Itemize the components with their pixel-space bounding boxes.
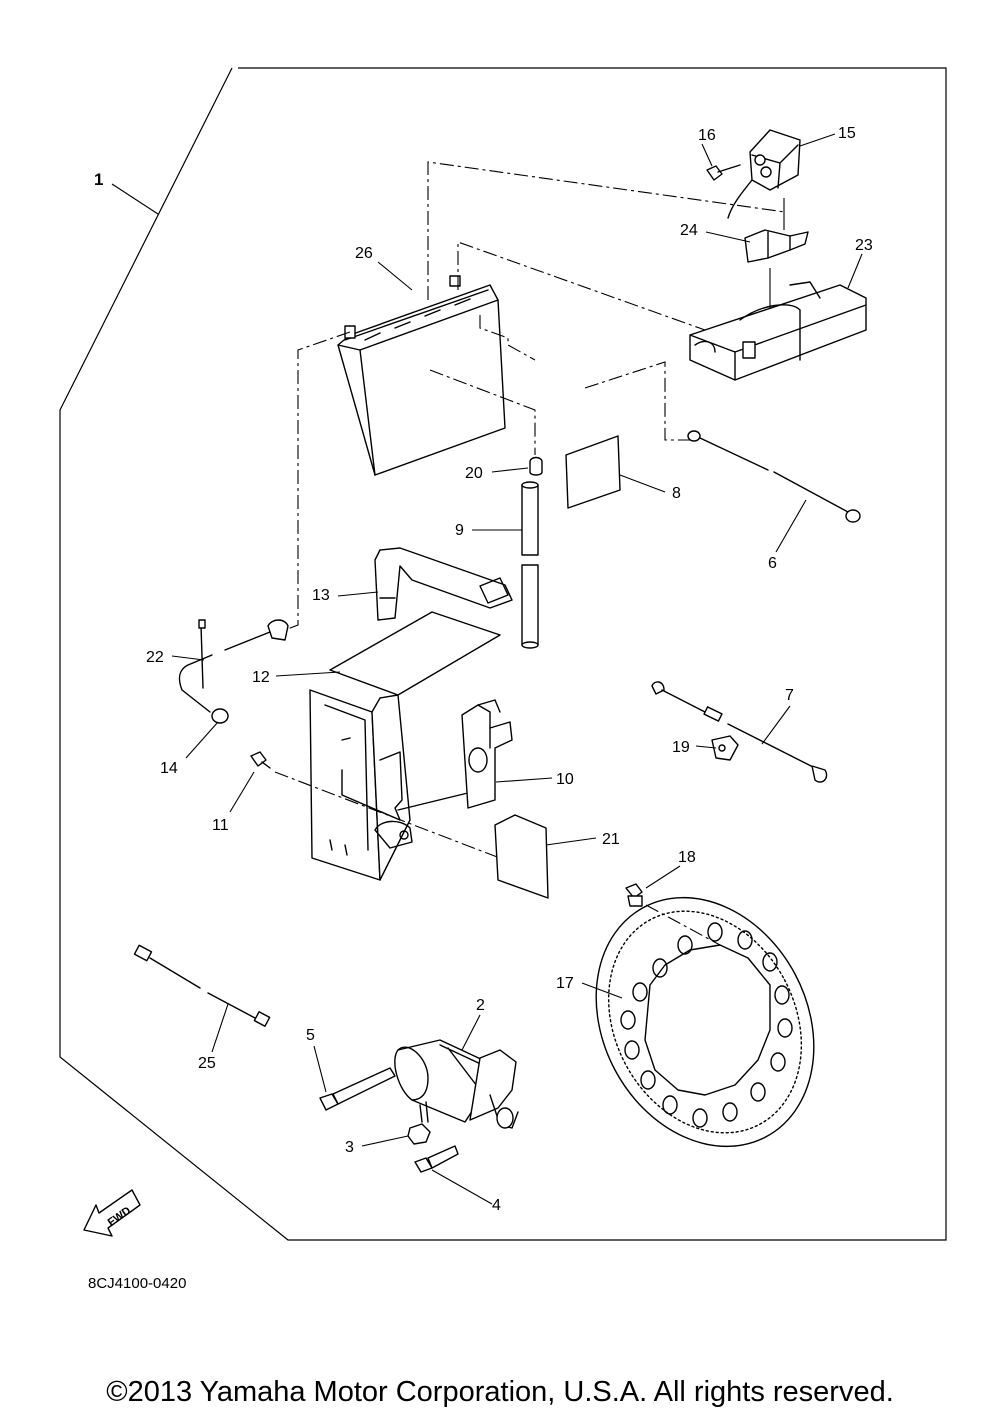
clamp-22[interactable] xyxy=(198,619,206,689)
callout-11[interactable]: 11 xyxy=(212,817,229,834)
callout-16[interactable]: 16 xyxy=(698,127,716,144)
relay-band[interactable] xyxy=(744,229,809,263)
starter-relay[interactable] xyxy=(727,129,801,219)
battery-band[interactable] xyxy=(374,547,513,621)
callout-18[interactable]: 18 xyxy=(678,849,696,866)
copyright-notice: ©2013 Yamaha Motor Corporation, U.S.A. A… xyxy=(106,1376,894,1408)
callout-17[interactable]: 17 xyxy=(556,975,574,992)
sheet-21[interactable] xyxy=(494,814,549,899)
starter-lead-7[interactable] xyxy=(651,681,828,783)
callout-22[interactable]: 22 xyxy=(146,649,164,666)
bolt-16[interactable] xyxy=(706,164,741,181)
callout-23[interactable]: 23 xyxy=(855,237,873,254)
callout-1[interactable]: 1 xyxy=(94,170,103,189)
bolt-4[interactable] xyxy=(414,1145,459,1173)
callout-24[interactable]: 24 xyxy=(680,222,698,239)
breather-hose[interactable] xyxy=(521,456,543,649)
callout-3[interactable]: 3 xyxy=(345,1139,354,1156)
callout-5[interactable]: 5 xyxy=(306,1027,315,1044)
nut-3[interactable] xyxy=(407,1123,431,1145)
callout-14[interactable]: 14 xyxy=(160,760,178,777)
callout-7[interactable]: 7 xyxy=(785,687,794,704)
callout-26[interactable]: 26 xyxy=(355,245,373,262)
callout-2[interactable]: 2 xyxy=(476,997,485,1014)
negative-lead-14[interactable] xyxy=(178,619,289,724)
callout-25[interactable]: 25 xyxy=(198,1055,216,1072)
battery-sheet-8[interactable] xyxy=(565,435,621,509)
callout-13[interactable]: 13 xyxy=(312,587,330,604)
assembly-frame xyxy=(59,67,947,1241)
bolt-5[interactable] xyxy=(319,1067,396,1111)
rotor-plate-17[interactable] xyxy=(554,859,856,1184)
callout-8[interactable]: 8 xyxy=(672,485,681,502)
starter-motor[interactable] xyxy=(394,1039,519,1129)
wire-lead-25[interactable] xyxy=(133,944,271,1027)
callout-19[interactable]: 19 xyxy=(672,739,690,756)
fwd-arrow-icon: FWD xyxy=(83,1189,141,1237)
battery-sheet-12[interactable] xyxy=(329,611,501,696)
leader-1 xyxy=(111,183,159,215)
battery-lead-6[interactable] xyxy=(687,430,861,523)
callout-6[interactable]: 6 xyxy=(768,555,777,572)
callout-15[interactable]: 15 xyxy=(838,125,856,142)
callout-10[interactable]: 10 xyxy=(556,771,574,788)
battery[interactable] xyxy=(337,275,506,476)
bolt-11[interactable] xyxy=(250,751,271,769)
callout-9[interactable]: 9 xyxy=(455,522,464,539)
callout-20[interactable]: 20 xyxy=(465,465,483,482)
callout-4[interactable]: 4 xyxy=(492,1197,501,1214)
bolt-18[interactable] xyxy=(625,883,643,907)
battery-cover[interactable] xyxy=(689,281,867,381)
callout-21[interactable]: 21 xyxy=(602,831,620,848)
battery-box[interactable] xyxy=(309,689,513,881)
clamp-19[interactable] xyxy=(711,735,739,761)
callout-12[interactable]: 12 xyxy=(252,669,270,686)
diagram-code: 8CJ4100-0420 xyxy=(88,1275,186,1292)
